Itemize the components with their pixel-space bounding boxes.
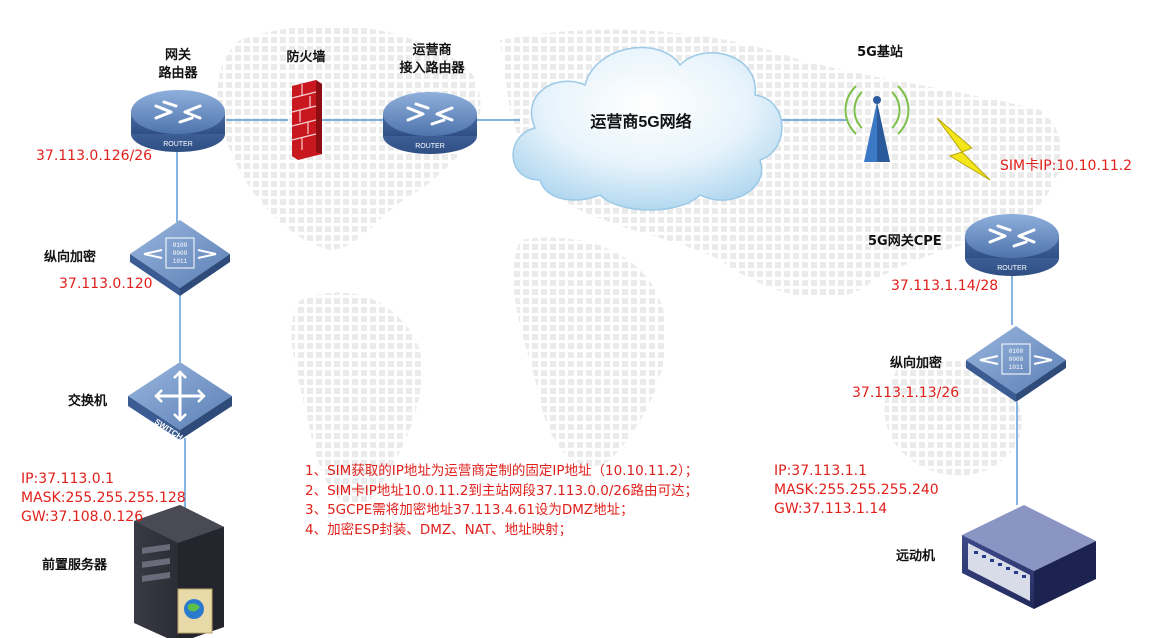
- front-server-icon: [134, 505, 224, 638]
- encryptor-left-label: 纵向加密: [44, 250, 97, 265]
- router-badge: ROUTER: [997, 265, 1027, 272]
- encryptor-left-ip: 37.113.0.120: [59, 276, 153, 292]
- isp-router-label: 运营商 接入路由器: [399, 43, 465, 76]
- svg-text:1011: 1011: [1009, 364, 1024, 371]
- sim-ip: SIM卡IP:10.10.11.2: [1000, 158, 1133, 174]
- base-station-label: 5G基站: [857, 45, 903, 60]
- firewall-icon: [291, 80, 322, 160]
- note-item: 3、5GCPE需将加密地址37.113.4.61设为DMZ地址；: [305, 502, 634, 518]
- svg-text:0100: 0100: [173, 242, 188, 249]
- rtu-ip: IP:37.113.1.1: [774, 463, 867, 479]
- note-item: 1、SIM获取的IP地址为运营商定制的固定IP地址（10.10.11.2）；: [305, 463, 699, 479]
- encryptor-right-icon: 0100 0000 1011: [966, 326, 1066, 402]
- server-gw: GW:37.108.0.126: [21, 509, 144, 525]
- svg-text:0000: 0000: [173, 250, 188, 257]
- encryptor-left-icon: 0100 0000 1011: [130, 220, 230, 296]
- isp-router-icon: ROUTER: [383, 92, 477, 154]
- rtu-icon: [962, 505, 1096, 609]
- gateway-router-icon: ROUTER: [131, 90, 225, 152]
- router-badge: ROUTER: [163, 141, 193, 148]
- server-mask: MASK:255.255.255.128: [21, 490, 186, 506]
- server-ip: IP:37.113.0.1: [21, 471, 114, 487]
- cpe-label: 5G网关CPE: [868, 234, 942, 249]
- wireless-lightning-icon: [936, 117, 991, 181]
- encryptor-right-label: 纵向加密: [890, 356, 943, 371]
- server-address-block: IP:37.113.0.1 MASK:255.255.255.128 GW:37…: [21, 470, 186, 527]
- switch-icon: SWITCH: [128, 362, 232, 442]
- note-item: 4、加密ESP封装、DMZ、NAT、地址映射；: [305, 521, 573, 538]
- svg-text:1011: 1011: [173, 258, 188, 265]
- base-station-icon: [844, 85, 910, 162]
- cloud-icon: [512, 46, 783, 211]
- rtu-gw: GW:37.113.1.14: [774, 501, 888, 517]
- gateway-router-ip: 37.113.0.126/26: [36, 148, 153, 164]
- notes-block: 1、SIM获取的IP地址为运营商定制的固定IP地址（10.10.11.2）； 2…: [305, 462, 698, 540]
- svg-text:0100: 0100: [1009, 348, 1024, 355]
- encryptor-right-ip: 37.113.1.13/26: [852, 385, 960, 401]
- rtu-label: 远动机: [896, 549, 936, 564]
- rtu-mask: MASK:255.255.255.240: [774, 482, 939, 498]
- router-badge: ROUTER: [415, 143, 445, 150]
- switch-label: 交换机: [68, 394, 108, 409]
- svg-text:0000: 0000: [1009, 356, 1024, 363]
- cpe-router-icon: ROUTER: [965, 214, 1059, 276]
- gateway-router-label: 网关 路由器: [158, 48, 198, 81]
- firewall-label: 防火墙: [286, 50, 326, 65]
- rtu-address-block: IP:37.113.1.1 MASK:255.255.255.240 GW:37…: [774, 462, 939, 519]
- front-server-label: 前置服务器: [42, 558, 108, 573]
- cloud-label: 运营商5G网络: [590, 112, 691, 131]
- cpe-ip: 37.113.1.14/28: [891, 278, 999, 294]
- note-item: 2、SIM卡IP地址10.0.11.2到主站网段37.113.0.0/26路由可…: [305, 482, 699, 499]
